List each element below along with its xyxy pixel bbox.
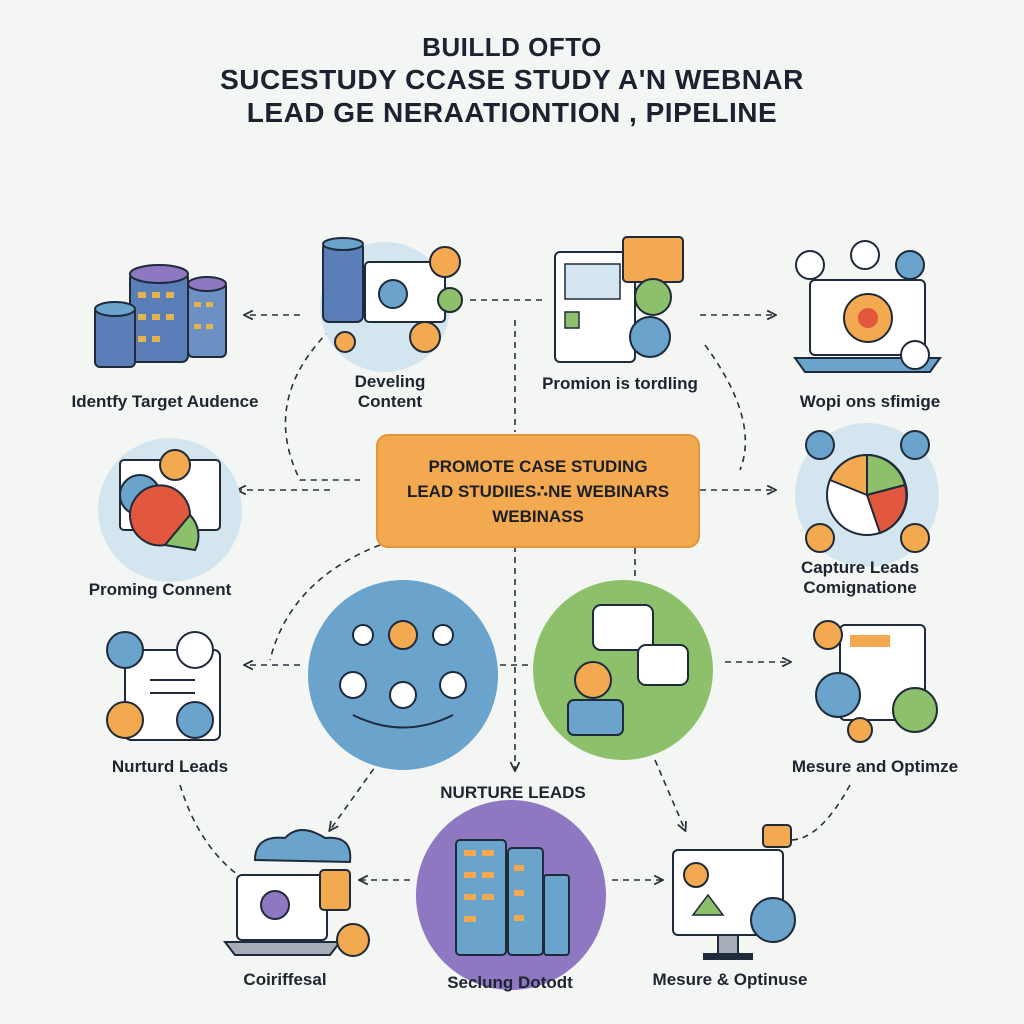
- label-measure-bottom: Mesure & Optinuse: [652, 970, 808, 989]
- label-nurture-left: Nurturd Leads: [111, 757, 229, 776]
- label-coiriffesal: Coiriffesal: [243, 970, 327, 989]
- team-network-icon: [308, 580, 498, 770]
- cloud-icon: [222, 829, 370, 957]
- label-capture-line-2: Comignatione: [803, 578, 917, 597]
- document-icon: [554, 236, 684, 363]
- dashed-connectors: [179, 299, 851, 880]
- label-develop-line-2: Content: [357, 392, 423, 411]
- label-capture-line-1: Capture Leads: [800, 558, 920, 577]
- server-icon: [320, 237, 463, 372]
- label-webinar: Wopi ons sfimige: [799, 392, 941, 411]
- title-line-3: LEAD GE NERAATIONTION , PIPELINE: [246, 97, 778, 128]
- label-capture: Capture Leads Comignatione: [770, 558, 950, 598]
- server-rack-icon: [416, 800, 606, 990]
- label-develop-line-1: Develing: [354, 372, 426, 391]
- title-line-1: BUILLD OFTO: [422, 32, 602, 62]
- pie-chart-icon: [98, 438, 242, 582]
- label-seclung: Seclung Dotodt: [447, 973, 573, 992]
- support-agent-icon: [533, 580, 713, 760]
- label-measure-right: Mesure and Optimze: [791, 757, 959, 776]
- label-nurture-center: NURTURE LEADS: [440, 783, 586, 802]
- laptop-icon: [793, 240, 942, 373]
- monitor-icon: [672, 824, 796, 960]
- user-icon: [106, 631, 221, 741]
- label-identify: Identfy Target Audence: [71, 392, 259, 411]
- label-promotion: Promion is tordling: [542, 374, 698, 393]
- center-line-2: LEAD STUDIIES∴NE WEBINARS: [406, 481, 670, 501]
- label-develop: Develing Content: [320, 372, 460, 412]
- center-promote-box: PROMOTE CASE STUDING LEAD STUDIIES∴NE WE…: [376, 434, 700, 548]
- database-icon: [94, 264, 227, 368]
- center-line-1: PROMOTE CASE STUDING: [428, 456, 648, 476]
- center-line-3: WEBINASS: [492, 506, 584, 526]
- label-proming: Proming Connent: [88, 580, 232, 599]
- pie-chart-icon: [795, 423, 939, 567]
- title-line-2: SUCESTUDY CCASE STUDY A'N WEBNAR: [220, 64, 804, 95]
- analytics-icon: [813, 620, 938, 743]
